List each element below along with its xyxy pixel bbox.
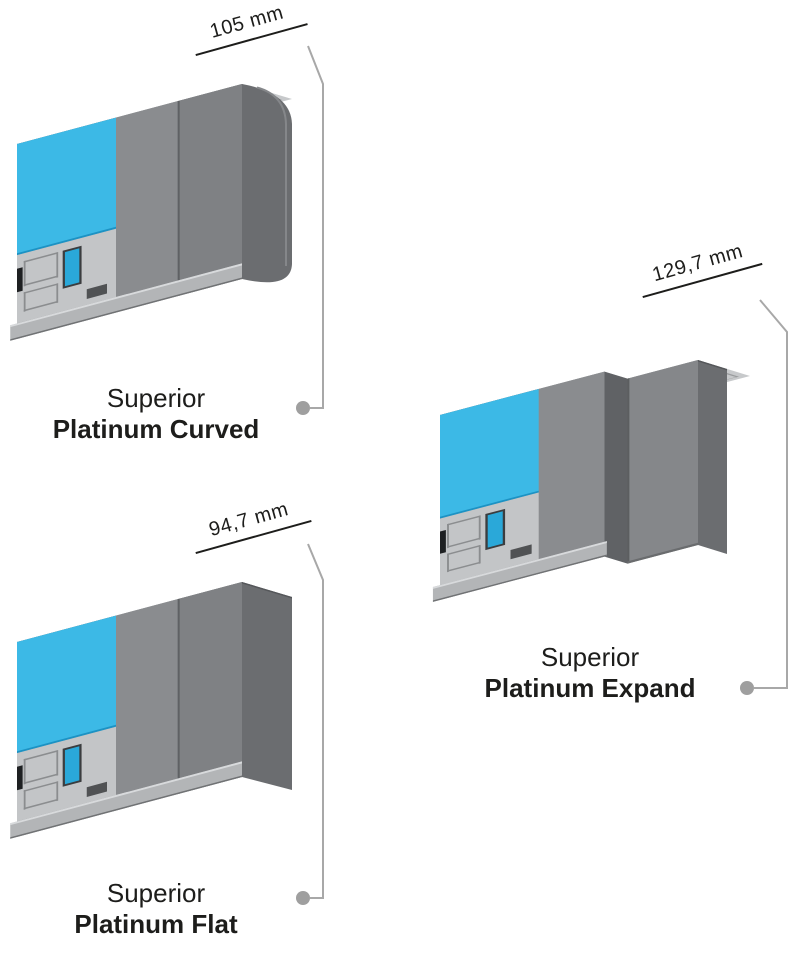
insulation-bar (64, 248, 80, 287)
product-label-curved: Superior Platinum Curved (0, 383, 312, 445)
product-label-flat: Superior Platinum Flat (0, 878, 312, 940)
glass-panel (17, 615, 116, 754)
side-face-flat (242, 582, 292, 790)
sill (10, 263, 242, 341)
profile-illustration-flat (10, 581, 292, 839)
glass-panel (440, 388, 539, 519)
dimension-label-expand: 129,7 mm (634, 235, 763, 298)
profile-illustration-expand (432, 359, 750, 602)
brand-name: Superior (540, 642, 640, 672)
model-name: Platinum Flat (74, 909, 238, 940)
glass-panel (17, 117, 116, 256)
step-face-expand (604, 371, 628, 564)
profile-illustration-curved (10, 83, 292, 341)
side-face-expand (698, 360, 727, 554)
model-name: Platinum Expand (484, 673, 696, 704)
side-face-curved (242, 84, 292, 283)
insulation-bar (487, 511, 503, 548)
brand-name: Superior (106, 878, 206, 908)
addon-front-face (627, 359, 698, 564)
model-name: Platinum Curved (52, 414, 260, 445)
insulation-bar (64, 746, 80, 785)
sill (432, 541, 607, 602)
brand-name: Superior (106, 383, 206, 413)
product-label-expand: Superior Platinum Expand (420, 642, 760, 704)
front-face-expand (432, 371, 607, 602)
front-face-flat (10, 581, 242, 839)
front-face-curved (10, 83, 242, 341)
sill (10, 761, 242, 839)
